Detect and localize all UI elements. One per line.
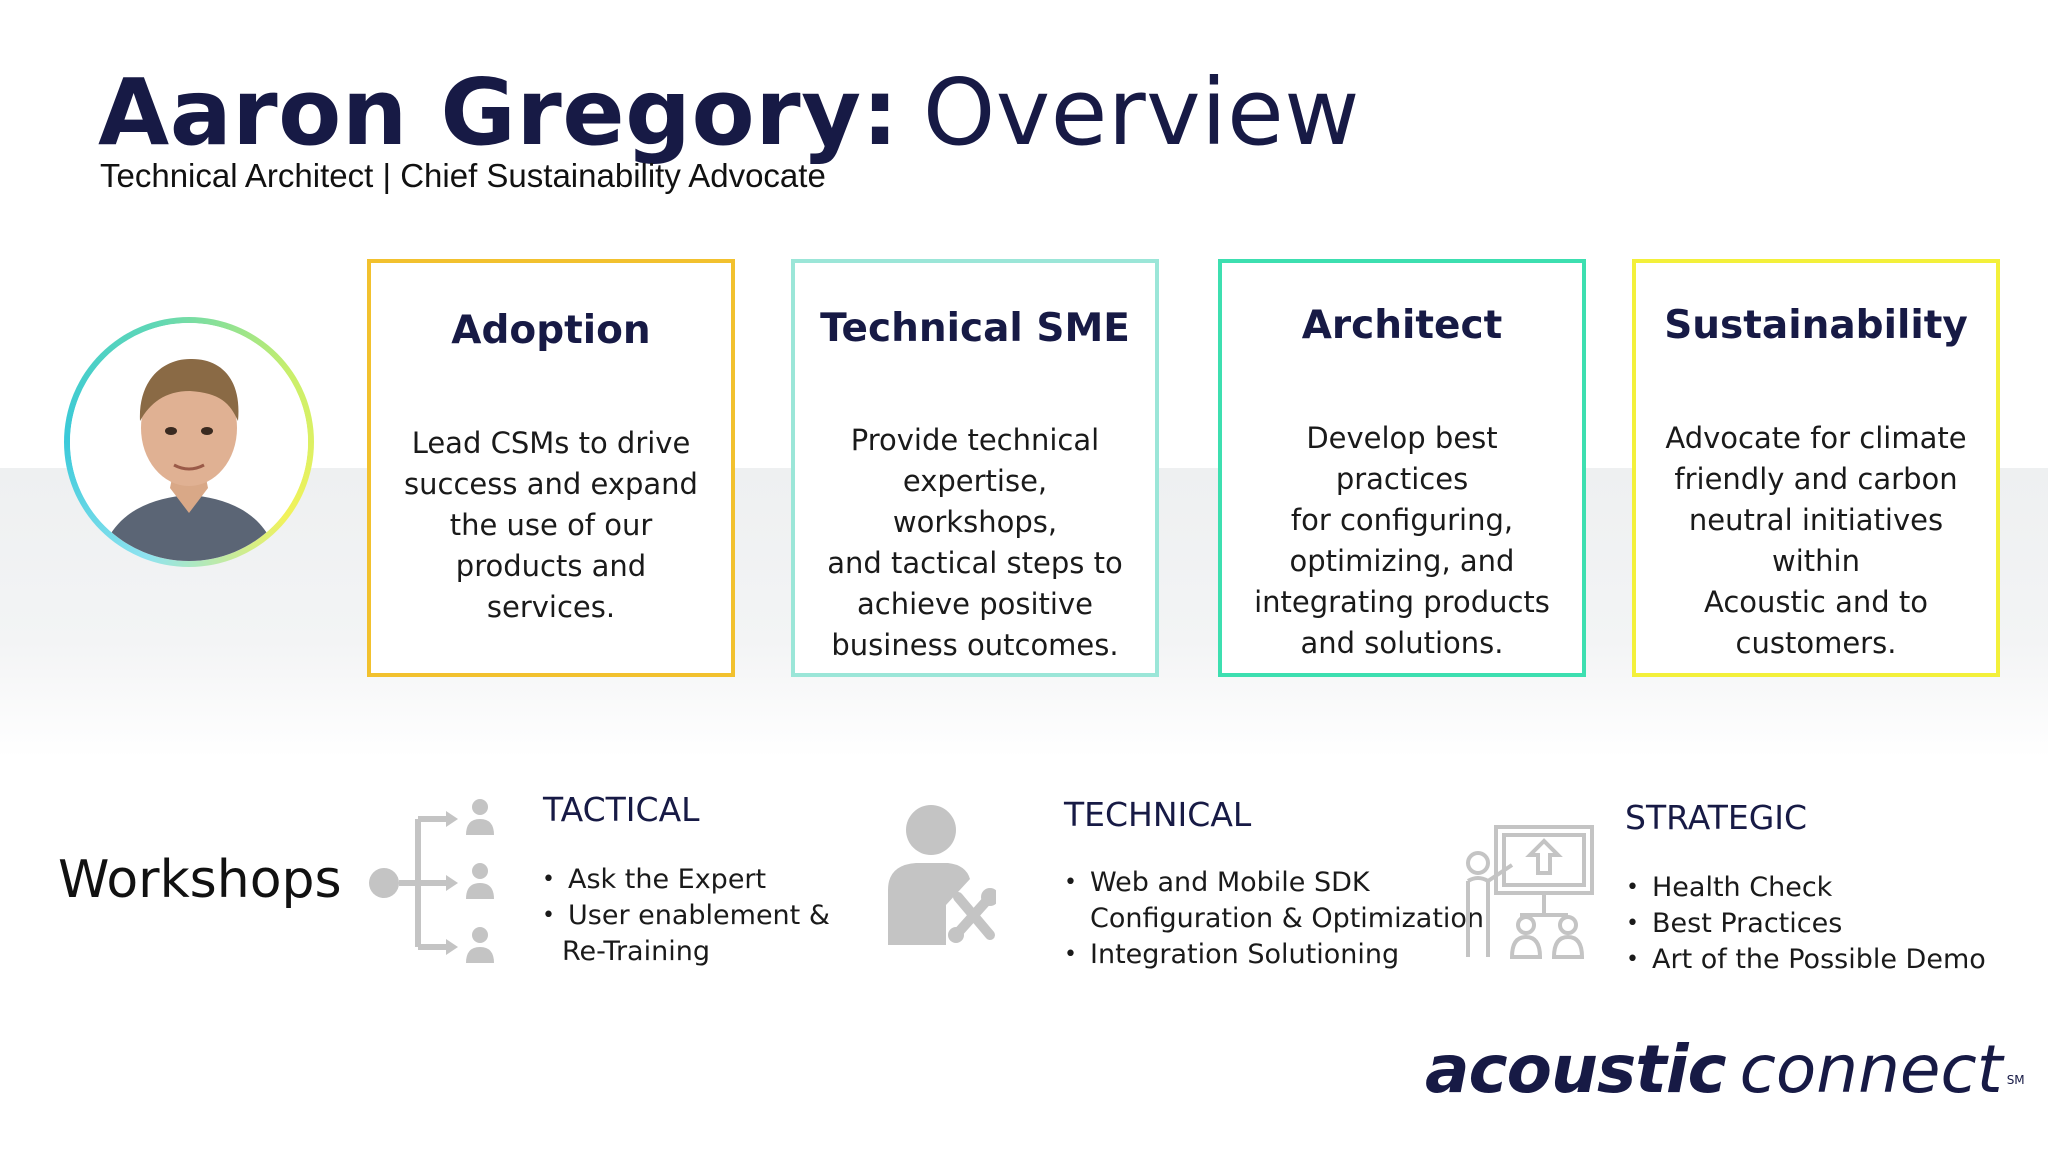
card-line: and tactical steps to [827, 546, 1123, 580]
card-line: integrating products [1254, 585, 1550, 619]
list-item: User enablement & Re-Training [540, 898, 830, 970]
card-line: the use of our [449, 508, 653, 542]
page-title: Aaron Gregory:Overview [98, 58, 1360, 168]
tactical-bullets: Ask the Expert User enablement & Re-Trai… [540, 862, 830, 970]
avatar-photo [70, 323, 308, 561]
card-line: friendly and carbon [1674, 462, 1958, 496]
logo-service-mark: SM [2006, 1073, 2025, 1087]
page-subtitle: Technical Architect | Chief Sustainabili… [100, 157, 826, 194]
title-name: Aaron Gregory: [98, 59, 899, 166]
list-item: Integration Solutioning [1062, 937, 1484, 973]
list-item: Best Practices [1624, 906, 1986, 942]
list-item: Web and Mobile SDK Configuration & Optim… [1062, 865, 1484, 937]
card-line: Acoustic and to [1704, 585, 1928, 619]
bullet-line: User enablement & [568, 900, 830, 931]
bullet-line: Configuration & Optimization [1090, 903, 1485, 934]
card-line: services. [486, 590, 616, 624]
card-adoption: Adoption Lead CSMs to drive success and … [367, 259, 735, 677]
workshops-label: Workshops [58, 850, 342, 910]
logo-light: connect [1739, 1031, 2003, 1108]
card-line: Lead CSMs to drive [411, 426, 691, 460]
card-line: optimizing, and [1289, 544, 1515, 578]
person-tools-icon [886, 805, 999, 949]
presentation-board-icon [1460, 825, 1595, 964]
category-title-technical: TECHNICAL [1064, 795, 1252, 834]
card-architect: Architect Develop best practices for con… [1218, 259, 1586, 677]
card-body: Provide technical expertise, workshops, … [817, 420, 1133, 666]
card-title: Architect [1301, 303, 1503, 348]
bullet-line: Web and Mobile SDK [1090, 867, 1370, 898]
card-line: for configuring, [1290, 503, 1514, 537]
card-line: neutral initiatives within [1688, 503, 1944, 578]
card-line: Provide technical [850, 423, 1100, 457]
card-title: Technical SME [820, 306, 1130, 351]
card-body: Advocate for climate friendly and carbon… [1648, 418, 1984, 664]
card-title: Sustainability [1664, 303, 1968, 348]
bullet-line: Re-Training [562, 936, 710, 967]
card-technical-sme: Technical SME Provide technical expertis… [791, 259, 1159, 677]
card-title: Adoption [451, 308, 651, 353]
card-line: Develop best practices [1306, 421, 1498, 496]
technical-bullets: Web and Mobile SDK Configuration & Optim… [1062, 865, 1484, 973]
person-portrait-icon [70, 323, 308, 561]
category-title-tactical: TACTICAL [543, 790, 700, 829]
list-item: Art of the Possible Demo [1624, 942, 1986, 978]
card-line: and solutions. [1300, 626, 1504, 660]
card-line: products and [455, 549, 647, 583]
card-sustainability: Sustainability Advocate for climate frie… [1632, 259, 2000, 677]
card-line: Advocate for climate [1665, 421, 1967, 455]
list-item: Health Check [1624, 870, 1986, 906]
card-body: Develop best practices for configuring, … [1244, 418, 1560, 664]
card-line: expertise, workshops, [892, 464, 1058, 539]
list-item: Ask the Expert [540, 862, 830, 898]
card-line: achieve positive [857, 587, 1093, 621]
category-title-strategic: STRATEGIC [1625, 798, 1808, 837]
card-line: business outcomes. [831, 628, 1119, 662]
hierarchy-people-icon [366, 795, 506, 969]
title-rest: Overview [922, 59, 1360, 166]
card-line: success and expand [404, 467, 698, 501]
avatar [64, 317, 314, 567]
card-body: Lead CSMs to drive success and expand th… [393, 423, 709, 628]
logo-bold: acoustic [1425, 1031, 1727, 1108]
card-line: customers. [1735, 626, 1897, 660]
strategic-bullets: Health Check Best Practices Art of the P… [1624, 870, 1986, 978]
